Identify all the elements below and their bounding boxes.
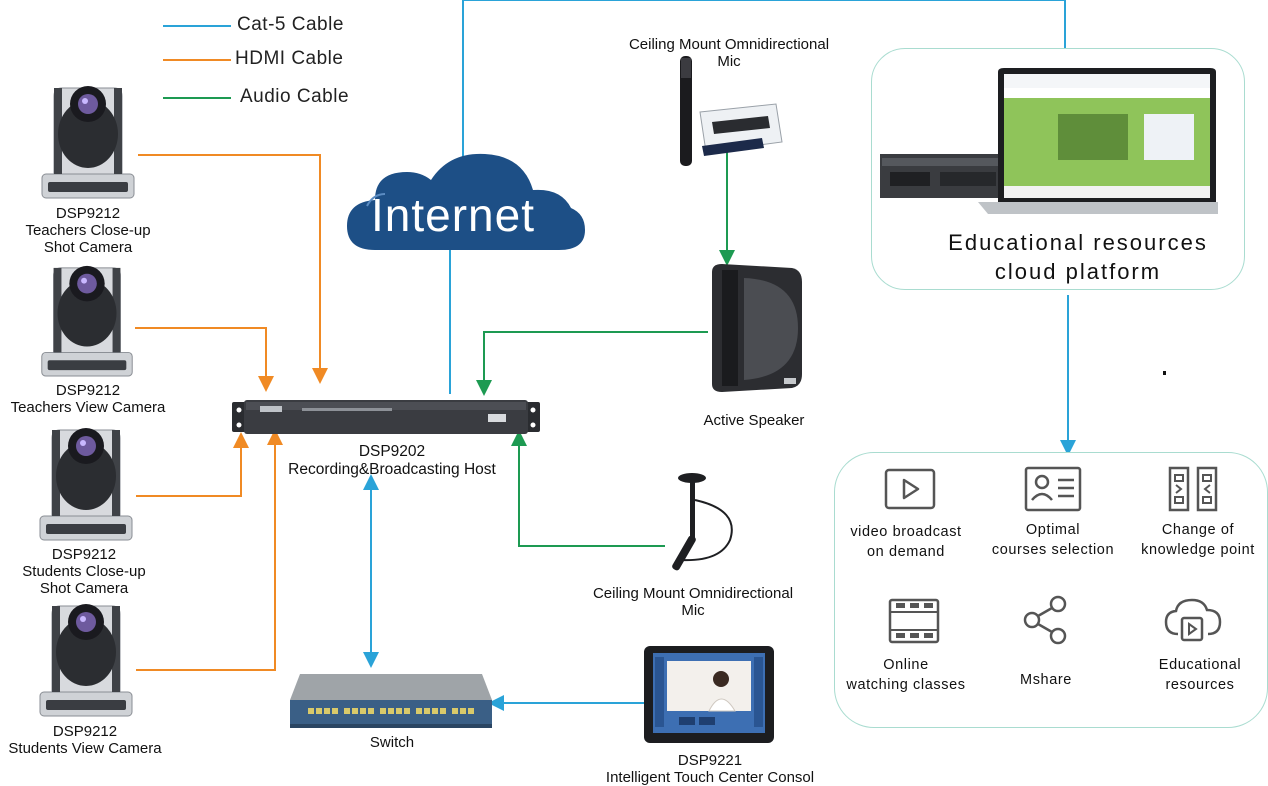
cloud-play-icon — [1164, 598, 1222, 642]
host-label: DSP9202 Recording&Broadcasting Host — [276, 443, 508, 479]
ptz-camera-icon — [39, 428, 133, 541]
ceiling-mic-bottom-label: Ceiling Mount Omnidirectional Mic — [568, 585, 818, 619]
switch-label: Switch — [369, 734, 415, 751]
cloud-title-line1: Educational resources — [948, 230, 1208, 255]
feature-label-online-classes: Online watching classes — [836, 655, 976, 695]
host-name: Recording&Broadcasting Host — [288, 461, 496, 478]
feature-line2: resources — [1165, 677, 1235, 693]
internet-label: Internet — [371, 189, 535, 241]
camera-label-students-view: DSP9212 Students View Camera — [0, 723, 170, 757]
camera-label-students-closeup: DSP9212 Students Close-up Shot Camera — [4, 546, 164, 597]
host-model: DSP9202 — [358, 443, 426, 460]
feature-line1: Change of — [1161, 522, 1235, 538]
camera-model: DSP9212 — [55, 382, 121, 399]
mic-name: Ceiling Mount Omnidirectional — [592, 585, 794, 602]
split-list-icon — [1168, 466, 1218, 512]
cat5-cable-internet-to-cloud — [462, 0, 1073, 165]
ceiling-mic-top-label: Ceiling Mount Omnidirectional Mic — [604, 36, 854, 70]
dot-mark — [1163, 371, 1166, 375]
ceiling-mic-icon — [680, 56, 783, 166]
feature-line2: watching classes — [846, 677, 966, 693]
touch-console-icon — [644, 646, 774, 743]
profile-card-icon — [1024, 466, 1082, 512]
hdmi-cable-students-closeup — [136, 432, 249, 497]
hdmi-cable-students-view — [136, 429, 283, 671]
camera-name-line2: Shot Camera — [43, 239, 133, 256]
camera-label-teachers-view: DSP9212 Teachers View Camera — [0, 382, 176, 416]
hanging-mic-icon — [672, 473, 733, 571]
feature-line1: video broadcast — [850, 524, 962, 540]
mic-name: Ceiling Mount Omnidirectional — [628, 36, 830, 53]
ptz-camera-icon — [39, 604, 133, 717]
camera-model: DSP9212 — [55, 205, 121, 222]
feature-line1: Optimal — [1025, 522, 1081, 538]
feature-line2: courses selection — [991, 542, 1115, 558]
hdmi-cable-teachers-closeup — [138, 154, 328, 384]
recording-host-device-icon — [232, 400, 540, 434]
active-speaker-icon — [712, 264, 802, 392]
legend-cat5-label: Cat-5 Cable — [237, 14, 344, 35]
camera-label-teachers-closeup: DSP9212 Teachers Close-up Shot Camera — [8, 205, 168, 256]
feature-line1: Mshare — [1020, 672, 1072, 688]
hdmi-cable-teachers-view — [135, 327, 274, 392]
camera-model: DSP9212 — [52, 723, 118, 740]
camera-name-line2: Shot Camera — [39, 580, 129, 597]
ptz-camera-icon — [41, 86, 135, 199]
network-switch-icon — [290, 674, 492, 728]
camera-model: DSP9212 — [51, 546, 117, 563]
legend-cat5-line — [163, 25, 231, 27]
camera-name: Students View Camera — [8, 740, 162, 757]
mic-name-line2: Mic — [717, 53, 741, 70]
camera-name: Teachers Close-up — [25, 222, 151, 239]
cloud-platform-title: Educational resources cloud platform — [900, 228, 1256, 286]
legend-hdmi-label: HDMI Cable — [235, 48, 344, 69]
feature-line2: on demand — [867, 544, 945, 560]
feature-label-knowledge-point: Change of knowledge point — [1128, 520, 1268, 560]
console-model: DSP9221 — [677, 752, 743, 769]
speaker-label: Active Speaker — [703, 412, 805, 429]
mic-name-line2: Mic — [681, 602, 705, 619]
feature-line1: Educational — [1158, 657, 1242, 673]
legend-audio-line — [163, 97, 231, 99]
feature-line1: Online — [883, 657, 929, 673]
ptz-camera-icon — [41, 265, 133, 377]
film-strip-icon — [888, 598, 940, 644]
legend-audio-label: Audio Cable — [240, 86, 350, 107]
internet-cloud-icon — [347, 153, 585, 250]
console-label: DSP9221 Intelligent Touch Center Consol — [578, 752, 842, 786]
camera-name: Teachers View Camera — [10, 399, 166, 416]
feature-label-educational-resources: Educational resources — [1130, 655, 1268, 695]
feature-label-courses-selection: Optimal courses selection — [980, 520, 1126, 560]
audio-cable-speaker-to-host — [476, 331, 708, 396]
feature-line2: knowledge point — [1141, 542, 1255, 558]
share-icon — [1023, 595, 1067, 645]
feature-label-video-broadcast: video broadcast on demand — [836, 522, 976, 562]
audio-cable-mic-to-host — [511, 430, 665, 547]
play-icon — [884, 468, 936, 510]
console-name: Intelligent Touch Center Consol — [605, 769, 815, 786]
server-laptop-icon — [880, 68, 1218, 214]
cloud-title-line2: cloud platform — [994, 259, 1162, 284]
feature-label-mshare: Mshare — [990, 670, 1102, 690]
legend-hdmi-line — [163, 59, 231, 61]
camera-name: Students Close-up — [22, 563, 146, 580]
